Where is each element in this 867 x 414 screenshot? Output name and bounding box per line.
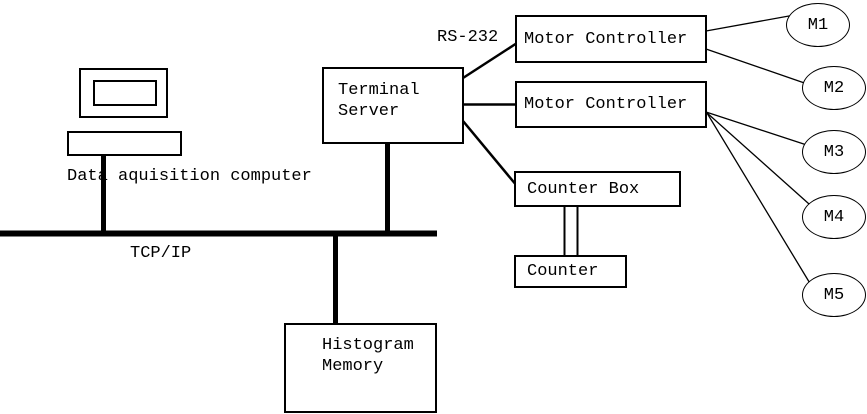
motor-controller-2-to-m3-link [705, 111, 823, 151]
terminal-to-motor-controller-1-link [462, 41, 518, 80]
data-acquisition-computer-label: Data aquisition computer [67, 167, 312, 186]
motor-controller-1-to-m1-link [705, 13, 801, 32]
motor-m1-label: M1 [807, 15, 829, 35]
motor-controller-2-node: Motor Controller [515, 81, 707, 128]
motor-controller-1-to-m2-link [705, 48, 817, 88]
motor-m3-label: M3 [823, 142, 845, 162]
motor-m3-node: M3 [802, 130, 866, 174]
motor-controller-1-node: Motor Controller [515, 15, 707, 63]
terminal-to-counter-box-link [462, 120, 518, 187]
tcpip-bus-label: TCP/IP [130, 244, 192, 263]
rs232-label: RS-232 [437, 28, 499, 47]
counter-box-node: Counter Box [514, 171, 681, 207]
motor-m5-label: M5 [823, 285, 845, 305]
terminal-server-node: Terminal Server [322, 67, 464, 144]
histogram-memory-node: Histogram Memory [284, 323, 437, 413]
counter-node: Counter [514, 255, 627, 288]
keyboard-icon [67, 131, 182, 156]
motor-m2-node: M2 [802, 66, 866, 110]
motor-controller-2-to-m5-link [706, 112, 815, 291]
motor-m4-label: M4 [823, 207, 845, 227]
motor-m2-label: M2 [823, 78, 845, 98]
monitor-screen-icon [93, 80, 157, 106]
motor-m5-node: M5 [802, 273, 866, 317]
motor-m1-node: M1 [786, 3, 850, 47]
motor-m4-node: M4 [802, 195, 866, 239]
motor-controller-2-to-m4-link [705, 111, 819, 213]
